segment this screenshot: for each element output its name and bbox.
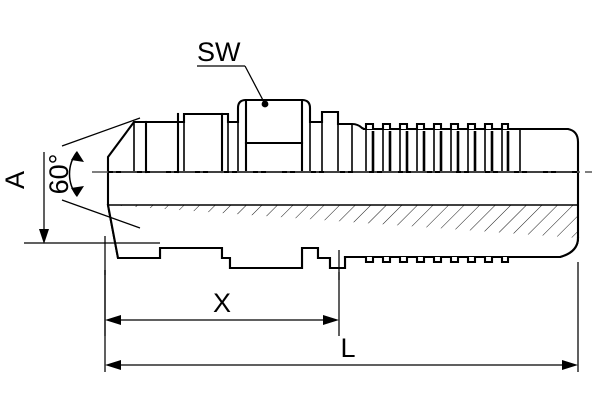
angle-arrowhead-bottom xyxy=(71,186,84,197)
barb-crest-profile-lower xyxy=(343,255,562,264)
dim-a-arrowhead xyxy=(39,229,49,244)
dim-x-arrowhead-left xyxy=(105,315,121,325)
dimension-l: L xyxy=(104,262,579,372)
dim-l-arrowhead-left xyxy=(105,360,121,370)
angle-ray-upper xyxy=(61,117,141,147)
fitting-upper-outline xyxy=(106,98,580,174)
angle-ray-lower xyxy=(61,199,141,229)
dimension-x: X xyxy=(104,270,340,336)
dim-a-label: A xyxy=(0,171,30,189)
dim-l-label: L xyxy=(340,333,355,363)
thread-detail-lines xyxy=(133,112,239,174)
barb-crest-profile xyxy=(362,122,522,131)
sw-label: SW xyxy=(197,37,241,67)
sw-leader-line xyxy=(244,65,266,105)
angle-arrowhead-top xyxy=(71,151,84,162)
barb-serrations-lower xyxy=(343,255,562,264)
fitting-upper-profile xyxy=(106,98,580,174)
angle-label: 60° xyxy=(44,154,74,195)
section-inner-boundary xyxy=(106,203,580,270)
dim-x-arrowhead-right xyxy=(323,315,339,325)
cone-angle-annotation: 60° xyxy=(44,117,141,229)
fitting-lower-section xyxy=(106,170,580,270)
sw-leader-dot xyxy=(261,100,269,108)
barb-serrations-upper xyxy=(362,122,522,173)
dimension-a: A xyxy=(0,152,160,244)
construction-reference-lines xyxy=(104,236,340,280)
dim-l-arrowhead-right xyxy=(562,360,578,370)
hex-body-detail xyxy=(244,98,353,174)
dim-x-label: X xyxy=(213,288,231,318)
sw-annotation: SW xyxy=(197,37,269,108)
